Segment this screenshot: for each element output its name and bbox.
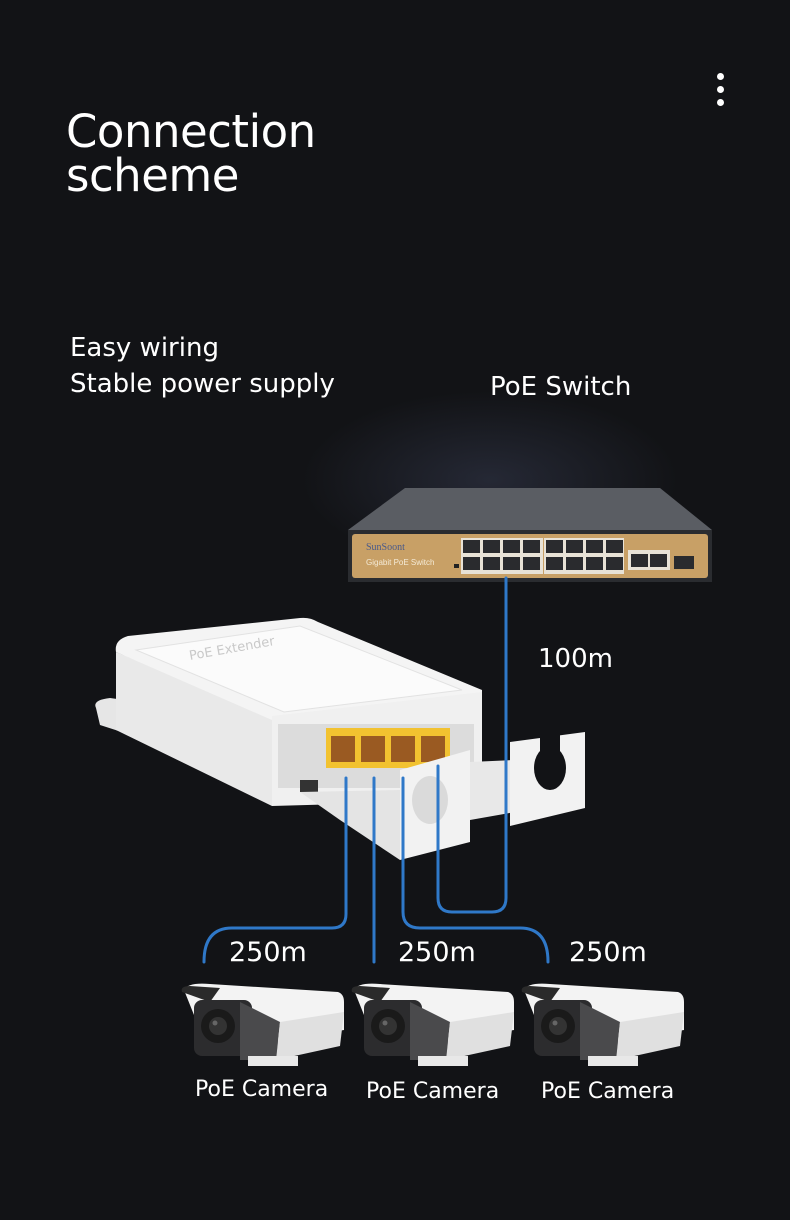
- title-line-2: scheme: [66, 149, 239, 202]
- camera-2-label: PoE Camera: [366, 1079, 500, 1104]
- extender-port: [361, 736, 385, 762]
- camera-1-label: PoE Camera: [195, 1077, 329, 1102]
- more-vertical-icon[interactable]: [710, 70, 732, 110]
- switch-brand: SunSoont: [366, 542, 405, 553]
- switch-port: [503, 557, 520, 570]
- subtitle-line-2: Stable power supply: [70, 369, 335, 399]
- switch-port: [606, 557, 623, 570]
- switch-port: [586, 540, 603, 553]
- switch-port: [606, 540, 623, 553]
- distance-camera-1: 250m: [229, 937, 307, 968]
- switch-port: [546, 540, 563, 553]
- poe-camera-2: [351, 983, 514, 1066]
- switch-port: [566, 540, 583, 553]
- cable-switch-to-extender: [436, 576, 508, 914]
- poe-switch: SunSoont Gigabit PoE Switch: [348, 488, 712, 582]
- poe-extender: PoE Extender: [95, 617, 585, 860]
- subtitle-line-1: Easy wiring: [70, 333, 219, 363]
- switch-port: [483, 557, 500, 570]
- extender-port: [421, 736, 445, 762]
- poe-switch-label: PoE Switch: [490, 372, 632, 402]
- switch-port: [503, 540, 520, 553]
- title-line-1: Connection: [66, 105, 316, 158]
- cables: [202, 576, 550, 964]
- distance-switch-to-extender: 100m: [538, 644, 613, 674]
- switch-port: [523, 540, 540, 553]
- sfp-port: [674, 556, 694, 569]
- extender-port: [331, 736, 355, 762]
- switch-port: [463, 540, 480, 553]
- switch-port: [483, 540, 500, 553]
- switch-port: [586, 557, 603, 570]
- switch-model-text: Gigabit PoE Switch: [366, 558, 434, 567]
- extender-switch: [300, 780, 318, 792]
- page-title: Connection scheme: [66, 105, 316, 202]
- switch-port: [566, 557, 583, 570]
- cable-to-camera-3: [401, 776, 550, 964]
- extender-port: [391, 736, 415, 762]
- poe-camera-1: [181, 983, 344, 1066]
- switch-port: [523, 557, 540, 570]
- switch-port: [463, 557, 480, 570]
- subtitle: Easy wiring Stable power supply: [70, 330, 335, 402]
- distance-camera-3: 250m: [569, 937, 647, 968]
- switch-port: [546, 557, 563, 570]
- cable-to-camera-1: [202, 776, 348, 964]
- camera-3-label: PoE Camera: [541, 1079, 675, 1104]
- distance-camera-2: 250m: [398, 937, 476, 968]
- poe-camera-3: [521, 983, 684, 1066]
